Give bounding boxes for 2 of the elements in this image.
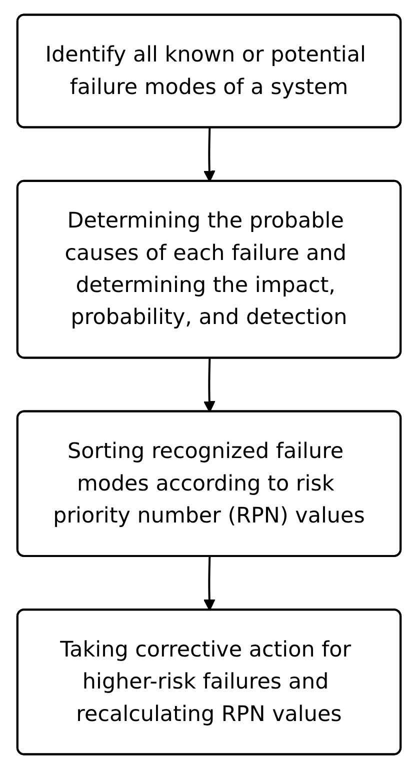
arrow (204, 556, 216, 611)
arrow (204, 358, 216, 412)
